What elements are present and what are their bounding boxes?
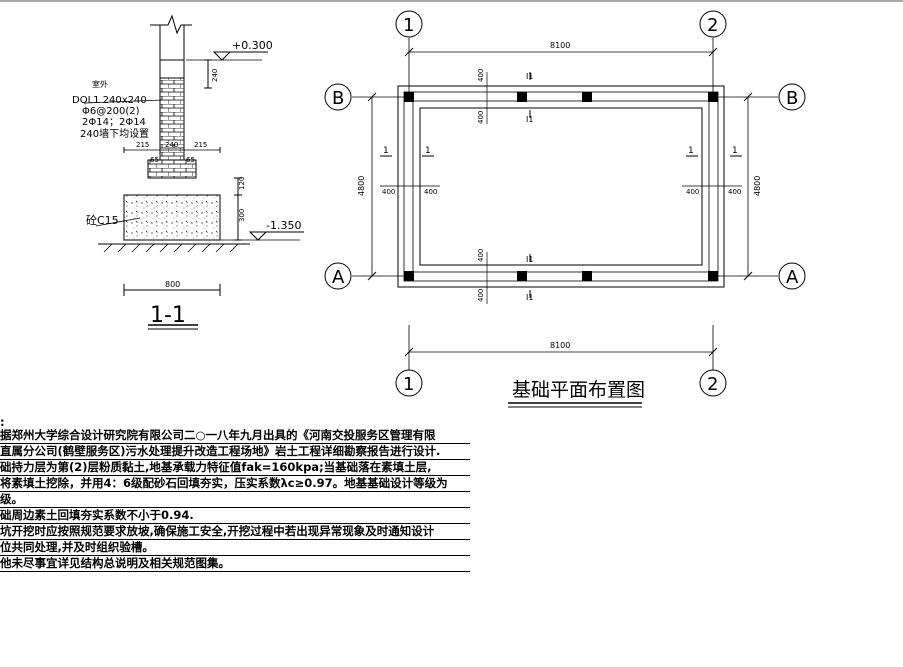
design-notes: : 据郑州大学综合设计研究院有限公司二○一八年九月出具的《河南交投服务区管理有限… bbox=[0, 416, 470, 572]
offset-left-outer: 400 bbox=[382, 188, 395, 196]
dim-65-left: 65 bbox=[150, 156, 159, 164]
dim-300: 300 bbox=[238, 209, 246, 222]
dim-120: 120 bbox=[238, 177, 246, 190]
section-label: 1-1 bbox=[150, 303, 186, 328]
column bbox=[404, 92, 414, 102]
axis-label-B-right: B bbox=[786, 88, 798, 109]
beam-line-1: DQL1 240x240 bbox=[72, 95, 147, 106]
dim-4800-right: 4800 bbox=[753, 176, 762, 196]
axis-bubble-A-right bbox=[778, 262, 806, 290]
footing-outline bbox=[397, 85, 725, 288]
offset-right-inner: 400 bbox=[686, 188, 699, 196]
note-line: 直属分公司(鹤壁服务区)污水处理提升改造工程场地》岩土工程详细勘察报告进行设计. bbox=[0, 444, 470, 460]
column bbox=[517, 92, 527, 102]
plan-title: 基础平面布置图 bbox=[512, 379, 645, 401]
brick-step bbox=[147, 159, 197, 179]
ground-hatch bbox=[103, 243, 239, 253]
dim-240: 240 bbox=[165, 141, 178, 149]
axis-label-1-bottom: 1 bbox=[403, 374, 414, 395]
section-mark-top-2: I1 bbox=[526, 115, 533, 124]
elevation-top: +0.300 bbox=[232, 39, 273, 52]
note-line: 将素填土挖除，并用4：6级配砂石回填夯实，压实系数λc≥0.97。地基基础设计等… bbox=[0, 476, 470, 492]
concrete-pad bbox=[123, 194, 221, 241]
structural-columns bbox=[404, 92, 718, 281]
break-line bbox=[150, 14, 192, 35]
column bbox=[708, 92, 718, 102]
dim-240-vertical: 240 bbox=[211, 69, 219, 82]
foundation-plan bbox=[324, 10, 806, 397]
column bbox=[582, 92, 592, 102]
ring-beam bbox=[159, 59, 185, 79]
offset-top-outer: 400 bbox=[477, 69, 485, 82]
offset-right-outer: 400 bbox=[728, 188, 741, 196]
column bbox=[582, 271, 592, 281]
dim-8100-bottom: 8100 bbox=[550, 341, 570, 350]
concrete-label: 砼C15 bbox=[86, 214, 119, 227]
beam-line-4: 240墙下均设置 bbox=[80, 127, 149, 140]
note-line: 坑开挖时应按照规范要求放坡,确保施工安全,开挖过程中若出现异常现象及时通知设计 bbox=[0, 524, 470, 540]
axis-label-A-right: A bbox=[786, 267, 799, 288]
note-line: 级。 bbox=[0, 492, 470, 508]
axis-bubble-1-top bbox=[395, 10, 423, 38]
axis-label-A-left: A bbox=[332, 267, 345, 288]
axis-label-2-top: 2 bbox=[707, 15, 718, 36]
beam-line-3: 2Φ14；2Φ14 bbox=[82, 117, 146, 128]
beam-title: 室外 bbox=[92, 79, 108, 89]
section-mark-bottom-1: I1 bbox=[526, 255, 533, 264]
section-mark-bottom-2: I1 bbox=[526, 293, 533, 302]
window-top-border bbox=[0, 0, 903, 2]
elev-marker-bottom bbox=[248, 231, 268, 241]
notes-header: : bbox=[0, 416, 5, 428]
axis-label-1-top: 1 bbox=[403, 15, 414, 36]
axis-label-B-left: B bbox=[332, 88, 344, 109]
section-1-1 bbox=[85, 14, 304, 330]
column bbox=[708, 271, 718, 281]
beam-line-2: Φ6@200(2) bbox=[82, 106, 140, 117]
dim-65-right: 65 bbox=[186, 156, 195, 164]
dim-8100-top: 8100 bbox=[550, 41, 570, 50]
plan-texts: 1 2 1 2 B B A A 8100 8100 4800 4800 400 … bbox=[332, 15, 799, 401]
dim-800: 800 bbox=[165, 280, 180, 289]
axis-bubble-2-bottom bbox=[699, 369, 727, 397]
dim-4800-left: 4800 bbox=[357, 176, 366, 196]
note-line: 位共同处理,并及时组织验槽。 bbox=[0, 540, 470, 556]
dim-215-right: 215 bbox=[194, 141, 207, 149]
axis-label-2-bottom: 2 bbox=[707, 374, 718, 395]
axis-bubble-1-bottom bbox=[395, 369, 423, 397]
section-mark-right-2: 1 bbox=[732, 146, 738, 156]
note-line: 据郑州大学综合设计研究院有限公司二○一八年九月出具的《河南交投服务区管理有限 bbox=[0, 428, 470, 444]
axis-bubble-B-left bbox=[324, 83, 352, 111]
column bbox=[404, 271, 414, 281]
column bbox=[517, 271, 527, 281]
offset-bottom-outer: 400 bbox=[477, 289, 485, 302]
note-line: 础周边素土回填夯实系数不小于0.94. bbox=[0, 508, 470, 524]
dim-215-left: 215 bbox=[136, 141, 149, 149]
axis-bubble-B-right bbox=[778, 83, 806, 111]
section-mark-left-2: 1 bbox=[425, 146, 431, 156]
axis-bubble-2-top bbox=[699, 10, 727, 38]
offset-bottom-inner: 400 bbox=[477, 249, 485, 262]
axis-bubble-A-left bbox=[324, 262, 352, 290]
section-texts: +0.300 -1.350 室外 DQL1 240x240 Φ6@200(2) … bbox=[72, 39, 301, 328]
offset-left-inner: 400 bbox=[424, 188, 437, 196]
elev-marker-top bbox=[212, 51, 232, 61]
section-mark-right-1: 1 bbox=[688, 146, 694, 156]
note-line: 他未尽事宜详见结构总说明及相关规范图集。 bbox=[0, 556, 470, 572]
elevation-bottom: -1.350 bbox=[266, 219, 301, 232]
section-mark-left-1: 1 bbox=[383, 146, 389, 156]
offset-top-inner: 400 bbox=[477, 111, 485, 124]
note-line: 础持力层为第(2)层粉质黏土,地基承载力特征值fak=160kpa;当基础落在素… bbox=[0, 460, 470, 476]
section-mark-top-1: I1 bbox=[526, 72, 533, 81]
